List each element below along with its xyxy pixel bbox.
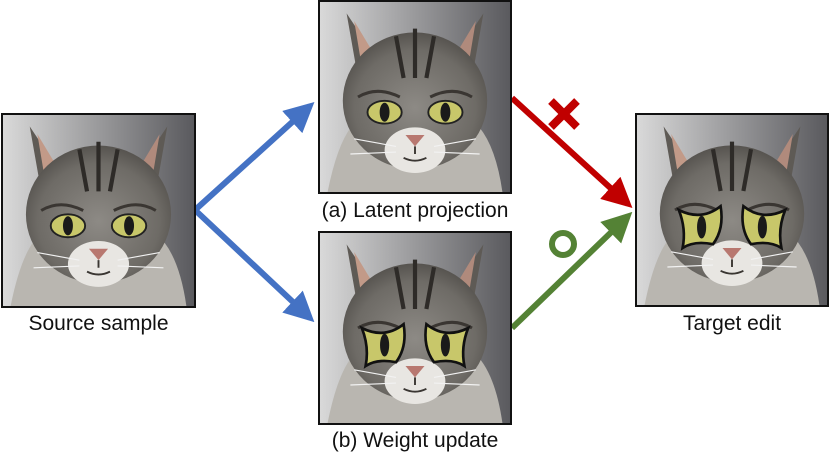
source-image (1, 113, 196, 308)
latent-projection-label: (a) Latent projection (321, 199, 509, 222)
weight-update-label: (b) Weight update (331, 429, 499, 452)
arrow-source-to-weight (192, 207, 315, 323)
circle-mark-icon (549, 230, 577, 258)
arrow-source-to-latent (192, 101, 315, 213)
cross-mark-icon (548, 98, 580, 130)
target-label: Target edit (682, 312, 782, 335)
latent-projection-image (318, 0, 512, 194)
source-label: Source sample (28, 312, 169, 335)
target-image (635, 113, 829, 307)
arrow-weight-to-target (509, 211, 633, 331)
arrow-latent-to-target (509, 95, 633, 209)
weight-update-image (318, 231, 512, 425)
